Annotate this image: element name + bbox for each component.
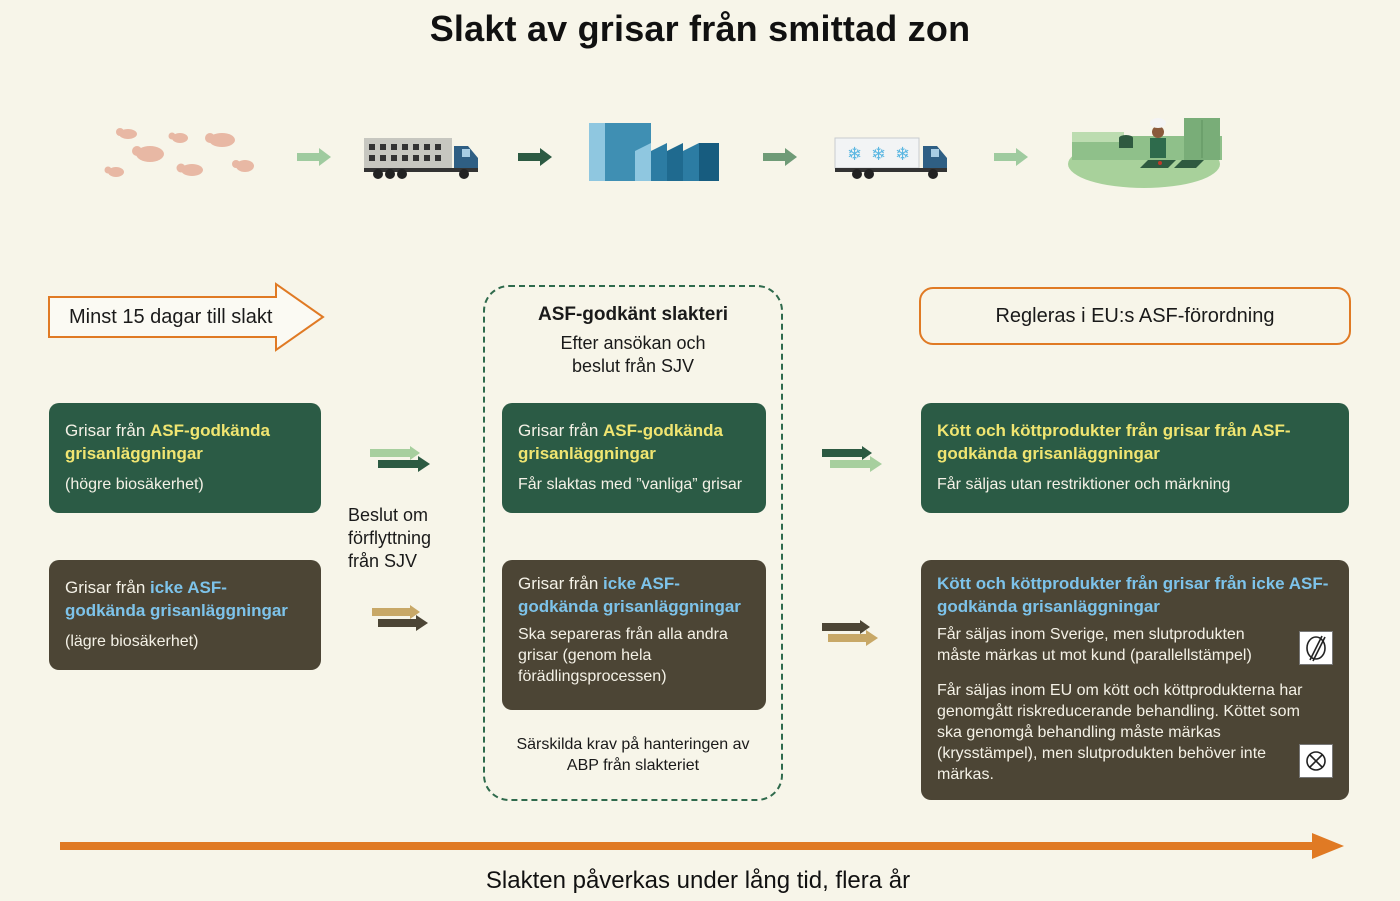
eu-sale-text: Får säljas inom EU om kött och köttprodu… <box>937 682 1303 783</box>
box-highlight: ASF-godkända grisanläggningar <box>65 421 270 463</box>
cross-stamp-icon <box>1299 744 1333 778</box>
arrow-icon <box>994 148 1028 166</box>
svg-text:❄: ❄ <box>847 144 862 165</box>
bottom-label: Slakten påverkas under lång tid, flera å… <box>485 867 911 894</box>
slaughterhouse-icon <box>589 123 719 181</box>
page-title: Slakt av grisar från smittad zon <box>429 8 971 49</box>
non-approved-meat-box: Kött och köttprodukter från grisar från … <box>921 560 1349 800</box>
box-title: Kött och köttprodukter från grisar från … <box>937 574 1329 616</box>
sweden-sale-text: Får säljas inom Sverige, men slutprodukt… <box>937 626 1252 664</box>
slaughterhouse-subheading: Efter ansökan och beslut från SJV <box>560 333 706 376</box>
approved-meat-box: Kött och köttprodukter från grisar från … <box>921 403 1349 513</box>
double-arrow-icon <box>370 446 430 472</box>
approved-farms-box: Grisar från ASF-godkända grisanläggninga… <box>49 403 321 513</box>
box-highlight: icke ASF-godkända grisanläggningar <box>65 578 288 620</box>
svg-text:❄: ❄ <box>895 144 910 165</box>
box-subtext: Ska separeras från alla andra grisar (ge… <box>518 626 728 685</box>
kitchen-icon <box>1068 118 1222 188</box>
slaughterhouse-heading: ASF-godkänt slakteri <box>537 304 729 325</box>
long-timeline-arrow-icon <box>60 833 1344 859</box>
pigs-icon <box>104 128 254 177</box>
approved-slaughterhouse-frame <box>483 285 783 801</box>
box-subtext: (högre biosäkerhet) <box>65 476 204 493</box>
box-prefix: Grisar från <box>65 421 151 440</box>
box-highlight: icke ASF-godkända grisanläggningar <box>518 574 741 616</box>
box-title: Kött och köttprodukter från grisar från … <box>937 421 1291 463</box>
box-highlight: ASF-godkända grisanläggningar <box>518 421 723 463</box>
box-prefix: Grisar från <box>518 574 604 593</box>
refrigerated-truck-icon: ❄ ❄ ❄ <box>834 137 947 179</box>
box-prefix: Grisar från <box>65 578 151 597</box>
timeline-label: Minst 15 dagar till slakt <box>69 306 273 328</box>
abp-requirements-text: Särskilda krav på hanteringen av ABP frå… <box>516 736 750 774</box>
double-arrow-icon <box>372 605 428 631</box>
livestock-truck-icon <box>364 138 478 179</box>
arrow-icon <box>763 148 797 166</box>
double-arrow-icon <box>822 446 882 472</box>
box-prefix: Grisar från <box>518 421 604 440</box>
timeline-arrow-icon <box>48 282 325 352</box>
non-approved-farms-box: Grisar från icke ASF-godkända grisanlägg… <box>49 560 321 670</box>
arrow-icon <box>518 148 552 166</box>
parallel-stamp-icon <box>1299 631 1333 665</box>
svg-text:❄: ❄ <box>871 144 886 165</box>
box-subtext: Får säljas utan restriktioner och märkni… <box>937 476 1231 493</box>
arrow-icon <box>297 148 331 166</box>
transfer-label: Beslut om förflyttning från SJV <box>348 505 432 571</box>
double-arrow-icon <box>822 620 878 646</box>
eu-regulation-header: Regleras i EU:s ASF-förordning <box>919 287 1351 345</box>
approved-pigs-slaughter-box: Grisar från ASF-godkända grisanläggninga… <box>502 403 766 513</box>
box-subtext: Får slaktas med ”vanliga” grisar <box>518 476 743 493</box>
box-subtext: (lägre biosäkerhet) <box>65 633 199 650</box>
non-approved-pigs-slaughter-box: Grisar från icke ASF-godkända grisanlägg… <box>502 560 766 710</box>
